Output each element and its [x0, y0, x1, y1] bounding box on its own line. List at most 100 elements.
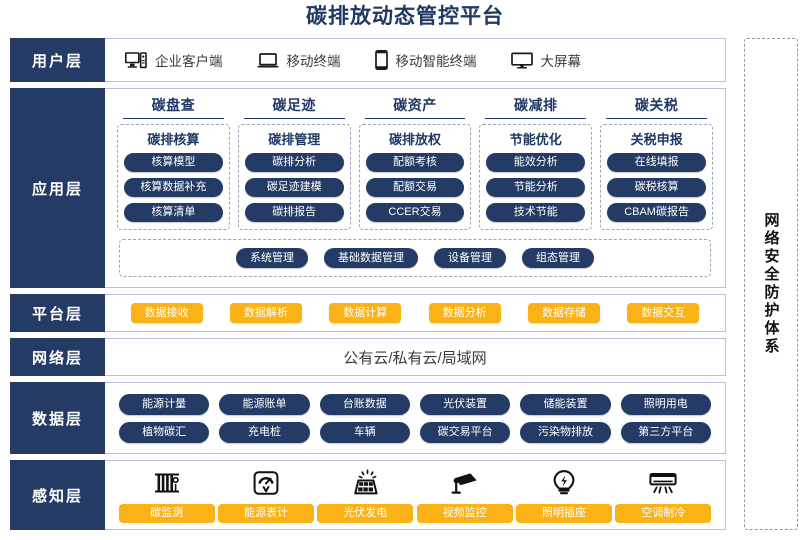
user-item-label: 企业客户端 [155, 54, 223, 69]
group-subtitle: 碳排核算 [147, 132, 200, 147]
group-title: 碳关税 [606, 95, 707, 119]
data-row: 能源计量 能源账单 台账数据 光伏装置 储能装置 照明用电 [119, 393, 711, 415]
group-box: 关税申报 在线填报 碳税核算 CBAM碳报告 [600, 124, 713, 230]
perception-item-energy-meter[interactable]: 能源表计 [217, 468, 314, 523]
platform-pill-data-parse[interactable]: 数据解析 [229, 303, 302, 323]
layer-user-label: 用户层 [10, 38, 105, 82]
platform-pill-data-compute[interactable]: 数据计算 [329, 303, 402, 323]
network-text: 公有云/私有云/局域网 [343, 349, 487, 367]
app-pill[interactable]: 能效分析 [486, 153, 586, 172]
app-pill[interactable]: 配额交易 [365, 178, 465, 197]
app-pill[interactable]: CBAM碳报告 [607, 203, 706, 222]
layer-application-label: 应用层 [10, 88, 105, 288]
app-pill[interactable]: 碳足迹建模 [244, 178, 344, 197]
perception-label: 照明插座 [515, 503, 612, 523]
user-item-label: 移动终端 [286, 54, 341, 69]
data-grid: 能源计量 能源账单 台账数据 光伏装置 储能装置 照明用电 植物碳汇 充电桩 车… [105, 383, 725, 453]
layer-perception-body: 碳监测 能源表计 [105, 460, 726, 530]
light-bulb-icon [551, 468, 577, 498]
perception-label: 碳监测 [118, 503, 215, 523]
platform-pill-data-interaction[interactable]: 数据交互 [627, 303, 700, 323]
app-group-carbon-inventory: 碳盘查 碳排核算 核算模型 核算数据补充 核算清单 [117, 95, 230, 230]
perception-label: 能源表计 [217, 503, 314, 523]
app-pill[interactable]: 核算模型 [124, 153, 223, 172]
platform-pill-data-storage[interactable]: 数据存储 [527, 303, 600, 323]
platform-pill-data-analysis[interactable]: 数据分析 [428, 303, 501, 323]
security-sidebar: 网络安全防护体系 [744, 38, 798, 530]
perception-item-air-conditioning[interactable]: 空调制冷 [615, 468, 712, 523]
air-conditioner-icon [648, 468, 678, 498]
desktop-tower-icon [125, 51, 147, 69]
app-group-carbon-tariff: 碳关税 关税申报 在线填报 碳税核算 CBAM碳报告 [600, 95, 713, 230]
data-pill-pollutant-emission[interactable]: 污染物排放 [520, 421, 611, 443]
layer-data-label: 数据层 [10, 382, 105, 454]
app-pill[interactable]: 核算数据补充 [124, 178, 223, 197]
large-screen-icon [510, 52, 533, 69]
user-item-label: 大屏幕 [540, 54, 582, 69]
layer-data-body: 能源计量 能源账单 台账数据 光伏装置 储能装置 照明用电 植物碳汇 充电桩 车… [105, 382, 726, 454]
platform-pill-data-receive[interactable]: 数据接收 [130, 303, 203, 323]
app-pill[interactable]: 碳排分析 [244, 153, 344, 172]
app-group-carbon-footprint: 碳足迹 碳排管理 碳排分析 碳足迹建模 碳排报告 [237, 95, 351, 230]
group-subtitle: 关税申报 [630, 132, 683, 147]
data-pill-lighting-power[interactable]: 照明用电 [620, 393, 711, 415]
management-box: 系统管理 基础数据管理 设备管理 组态管理 [119, 239, 711, 277]
group-title: 碳减排 [485, 95, 587, 119]
app-group-carbon-asset: 碳资产 碳排放权 配额考核 配额交易 CCER交易 [358, 95, 472, 230]
layer-platform-label: 平台层 [10, 294, 105, 332]
app-pill[interactable]: 在线填报 [607, 153, 706, 172]
user-items: 企业客户端 移动终端 [105, 39, 725, 81]
perception-item-lighting-socket[interactable]: 照明插座 [515, 468, 612, 523]
layer-application: 应用层 碳盘查 碳排核算 核算模型 核算数据补充 核算清单 碳足迹 [10, 88, 726, 288]
management-pill-device[interactable]: 设备管理 [434, 248, 506, 268]
user-item-label: 移动智能终端 [395, 54, 477, 69]
group-subtitle: 节能优化 [509, 132, 562, 147]
page-title: 碳排放动态管控平台 [306, 5, 504, 28]
data-pill-plant-carbon-sink[interactable]: 植物碳汇 [119, 421, 210, 443]
user-item-mobile-terminal[interactable]: 移动终端 [257, 50, 341, 70]
user-item-enterprise-client[interactable]: 企业客户端 [125, 50, 223, 70]
group-title: 碳足迹 [243, 95, 345, 119]
data-pill-storage-device[interactable]: 储能装置 [520, 393, 611, 415]
layer-data: 数据层 能源计量 能源账单 台账数据 光伏装置 储能装置 照明用电 植物碳汇 充… [10, 382, 726, 454]
layer-network-label: 网络层 [10, 338, 105, 376]
data-pill-third-party-platform[interactable]: 第三方平台 [620, 421, 711, 443]
app-pill[interactable]: 配额考核 [365, 153, 465, 172]
management-pill-system[interactable]: 系统管理 [236, 248, 308, 268]
platform-items: 数据接收 数据解析 数据计算 数据分析 数据存储 数据交互 [105, 295, 725, 331]
app-pill[interactable]: 技术节能 [486, 203, 586, 222]
app-pill[interactable]: CCER交易 [365, 203, 465, 222]
perception-item-video-surveillance[interactable]: 视频监控 [416, 468, 513, 523]
user-item-smart-mobile-terminal[interactable]: 移动智能终端 [374, 50, 477, 70]
carbon-monitor-icon [153, 468, 181, 498]
group-title: 碳盘查 [123, 95, 224, 119]
layer-network-body: 公有云/私有云/局域网 [105, 338, 726, 376]
app-pill[interactable]: 核算清单 [124, 203, 223, 222]
management-pill-basic-data[interactable]: 基础数据管理 [324, 248, 418, 268]
perception-item-carbon-monitor[interactable]: 碳监测 [118, 468, 215, 523]
data-pill-ledger-data[interactable]: 台账数据 [319, 393, 410, 415]
energy-meter-icon [252, 468, 280, 498]
data-pill-charging-pile[interactable]: 充电桩 [219, 421, 310, 443]
app-pill[interactable]: 碳排报告 [244, 203, 344, 222]
data-pill-vehicle[interactable]: 车辆 [319, 421, 410, 443]
data-pill-carbon-trading-platform[interactable]: 碳交易平台 [419, 421, 511, 443]
user-item-large-screen[interactable]: 大屏幕 [510, 50, 582, 70]
data-pill-energy-metering[interactable]: 能源计量 [119, 393, 210, 415]
data-row: 植物碳汇 充电桩 车辆 碳交易平台 污染物排放 第三方平台 [119, 421, 711, 443]
group-subtitle: 碳排管理 [268, 132, 321, 147]
data-pill-energy-bill[interactable]: 能源账单 [219, 393, 310, 415]
data-pill-pv-device[interactable]: 光伏装置 [419, 393, 511, 415]
app-pill[interactable]: 节能分析 [486, 178, 586, 197]
cctv-camera-icon [450, 468, 480, 498]
group-box: 碳排放权 配额考核 配额交易 CCER交易 [358, 124, 472, 230]
group-box: 节能优化 能效分析 节能分析 技术节能 [479, 124, 593, 230]
smartphone-icon [374, 50, 388, 70]
security-sidebar-label: 网络安全防护体系 [762, 212, 780, 356]
perception-label: 空调制冷 [615, 503, 712, 523]
management-pill-configuration[interactable]: 组态管理 [522, 248, 594, 268]
perception-item-solar-power[interactable]: 光伏发电 [317, 468, 414, 523]
group-box: 碳排核算 核算模型 核算数据补充 核算清单 [117, 124, 230, 230]
app-pill[interactable]: 碳税核算 [607, 178, 706, 197]
perception-items: 碳监测 能源表计 [105, 461, 725, 529]
